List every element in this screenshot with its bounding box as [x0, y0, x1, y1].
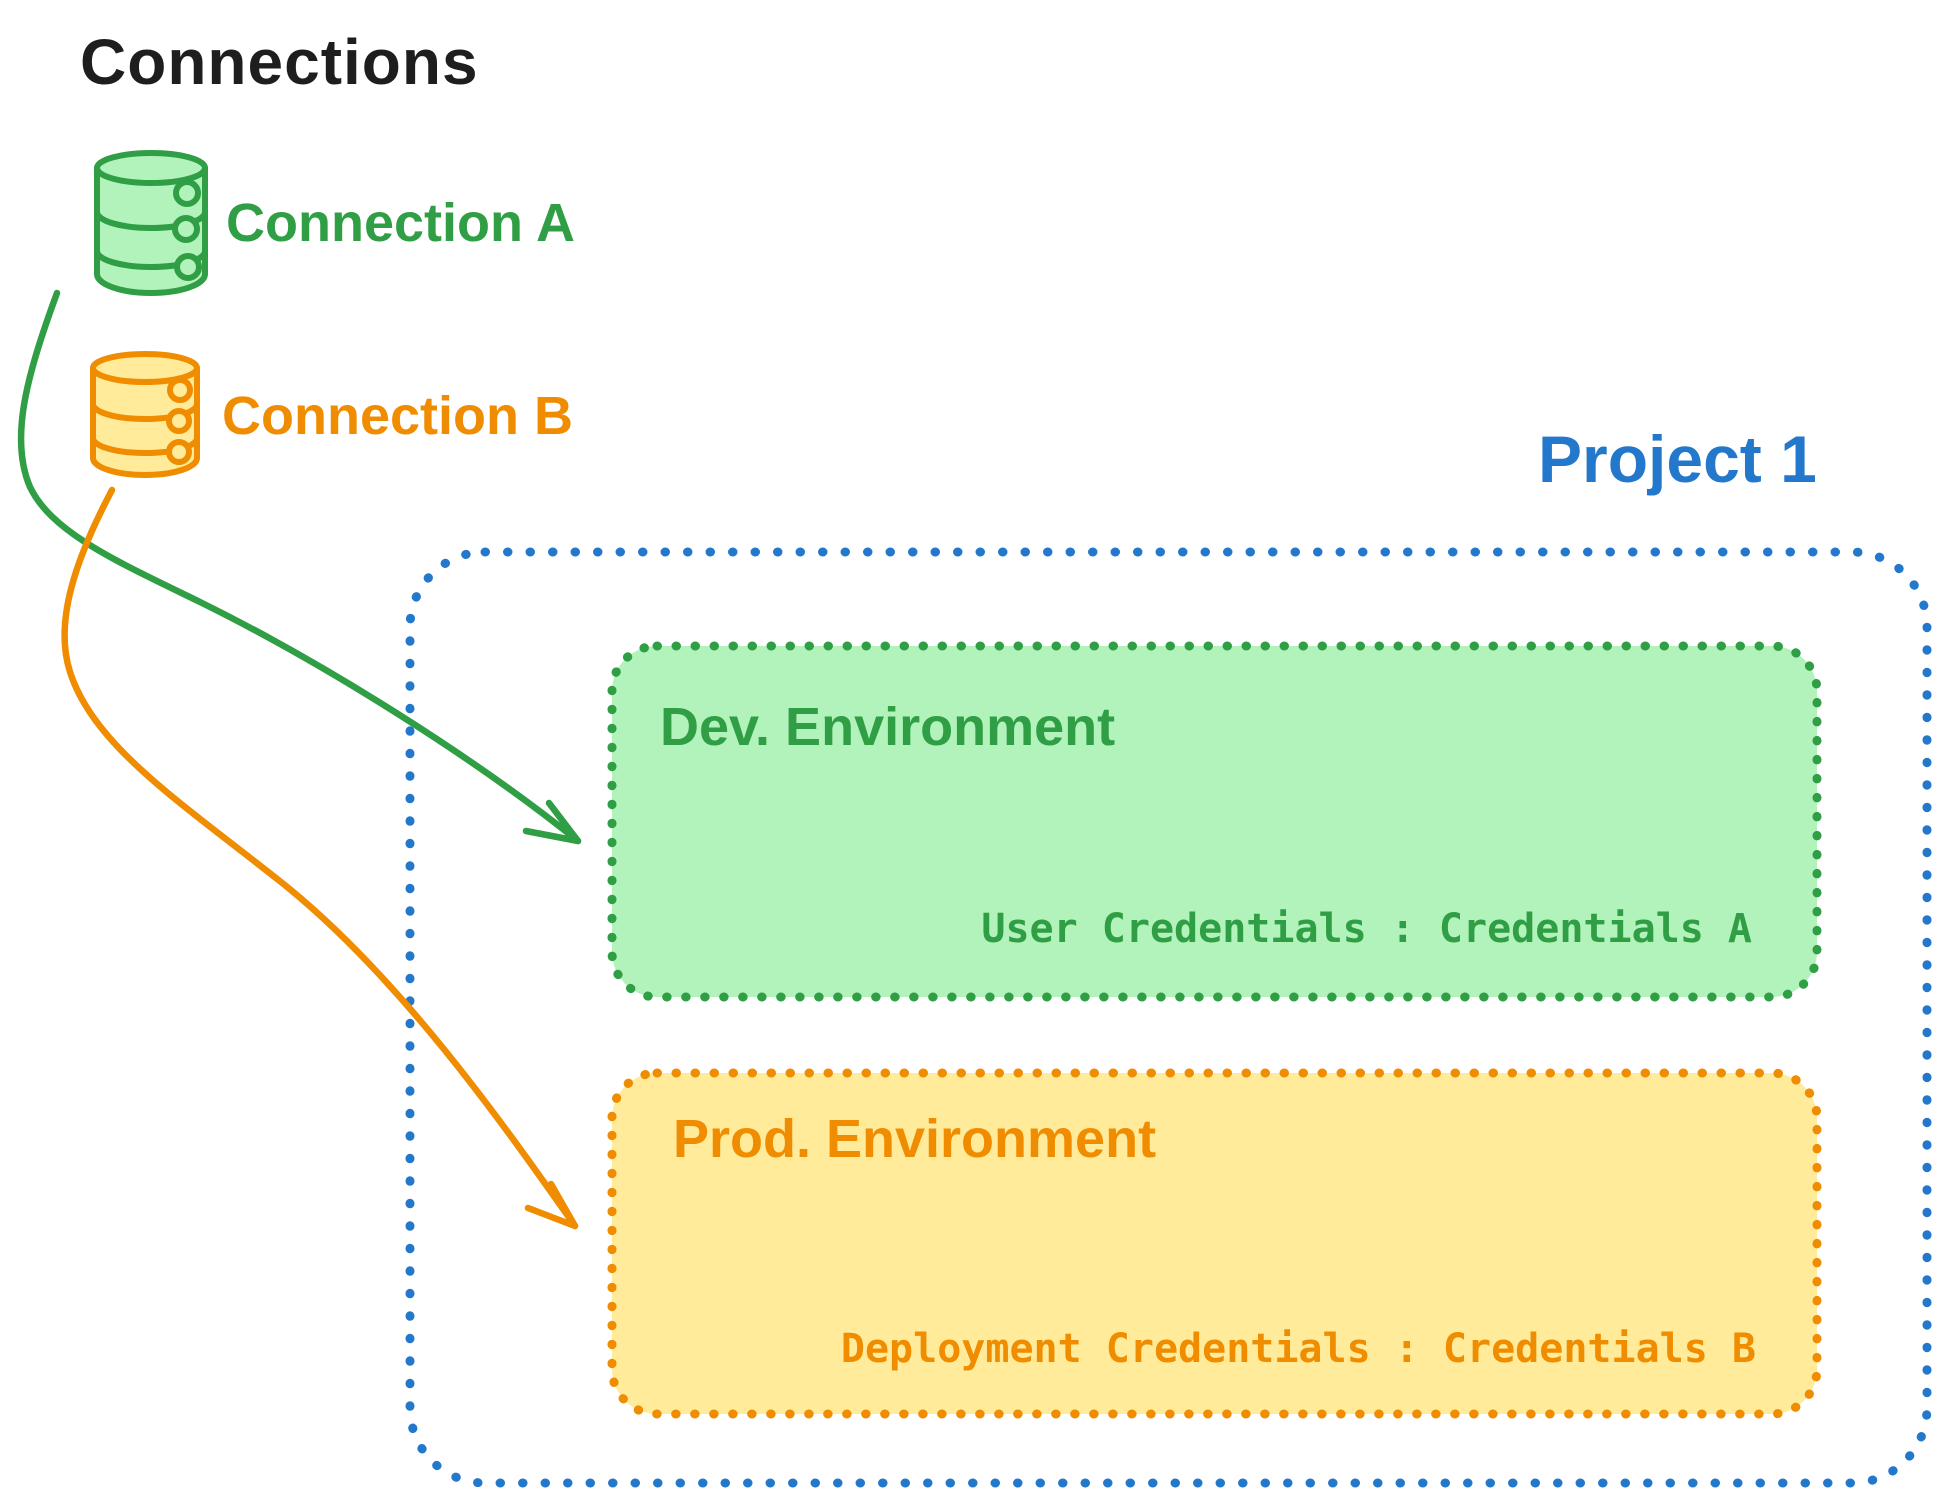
connection-b-label: Connection B — [222, 386, 573, 446]
database-light — [167, 377, 193, 403]
arrowhead-icon — [522, 799, 582, 845]
database-band-line — [94, 209, 208, 231]
dev-credentials-text: User Credentials : Credentials A — [981, 906, 1752, 952]
database-light — [172, 215, 200, 243]
database-light — [166, 439, 192, 465]
database-light — [173, 179, 201, 207]
connection-a-label: Connection A — [226, 193, 575, 253]
arrow-shaft — [17, 289, 582, 845]
arrow-connection-a-to-dev — [17, 289, 582, 845]
diagram-title: Connections — [80, 26, 479, 98]
database-icon-connection-b — [90, 351, 200, 478]
database-icon-connection-a — [94, 150, 208, 296]
database-band-line — [90, 401, 200, 422]
database-light — [166, 408, 192, 434]
arrow-connection-b-to-prod — [61, 486, 579, 1230]
project-title: Project 1 — [1538, 422, 1817, 496]
database-band-line — [94, 248, 208, 270]
database-top — [90, 351, 200, 385]
prod-credentials-text: Deployment Credentials : Credentials B — [840, 1326, 1756, 1372]
dev-environment-label: Dev. Environment — [660, 697, 1116, 757]
dev-environment-box — [607, 641, 1822, 1002]
database-top — [94, 150, 208, 186]
arrow-shaft — [61, 486, 579, 1230]
arrowhead-icon — [524, 1180, 579, 1230]
prod-environment-box — [607, 1068, 1822, 1419]
database-band-line — [90, 435, 200, 456]
prod-environment-label: Prod. Environment — [673, 1109, 1157, 1169]
database-light — [174, 253, 202, 281]
